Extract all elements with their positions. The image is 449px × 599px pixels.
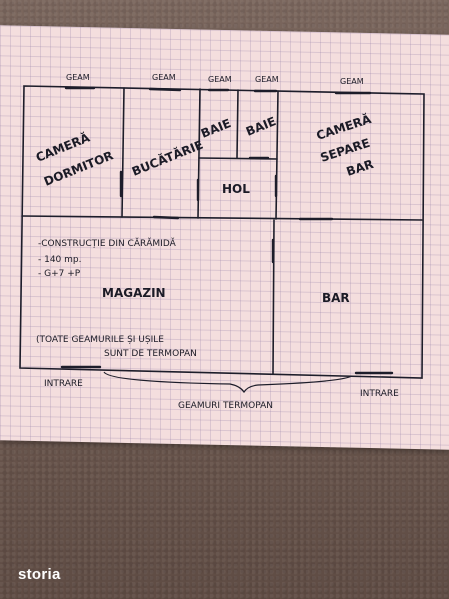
entry-label-left: INTRARE (44, 379, 83, 389)
room-camera-separe-line3: BAR (345, 157, 376, 179)
windows-termopan-label: GEAMURI TERMOPAN (178, 401, 273, 411)
window-mark-2 (148, 87, 182, 92)
note-line-3: - G+7 +P (38, 269, 81, 279)
window-label-4: GEAM (255, 75, 279, 84)
wall-baie-baie (236, 89, 239, 159)
room-baie-1: BAIE (199, 116, 233, 141)
note-line-2: - 140 mp. (38, 255, 82, 265)
windows-bracket (103, 371, 353, 394)
wall-baie-camera (275, 90, 279, 220)
entry-label-right: INTRARE (360, 389, 399, 399)
window-label-1: GEAM (66, 73, 90, 82)
footnote-line-2: SUNT DE TERMOPAN (104, 349, 197, 359)
door-mark-middle (152, 215, 180, 220)
window-label-3: GEAM (208, 75, 232, 84)
outer-wall (19, 85, 425, 379)
middle-wall (21, 215, 423, 221)
wall-dormitor-bucatarie (121, 87, 125, 218)
room-hol: HOL (222, 182, 250, 196)
window-label-2: GEAM (152, 73, 176, 82)
storia-logo: storia (18, 566, 61, 583)
room-baie-2: BAIE (244, 114, 278, 139)
note-line-1: -CONSTRUCȚIE DIN CĂRĂMIDĂ (38, 237, 177, 249)
footnote-line-1: (TOATE GEAMURILE ȘI UȘILE (36, 335, 164, 345)
room-magazin: MAGAZIN (102, 286, 166, 300)
window-label-5: GEAM (340, 77, 364, 86)
room-bucatarie: BUCĂTĂRIE (130, 137, 206, 179)
room-bar: BAR (322, 291, 350, 305)
